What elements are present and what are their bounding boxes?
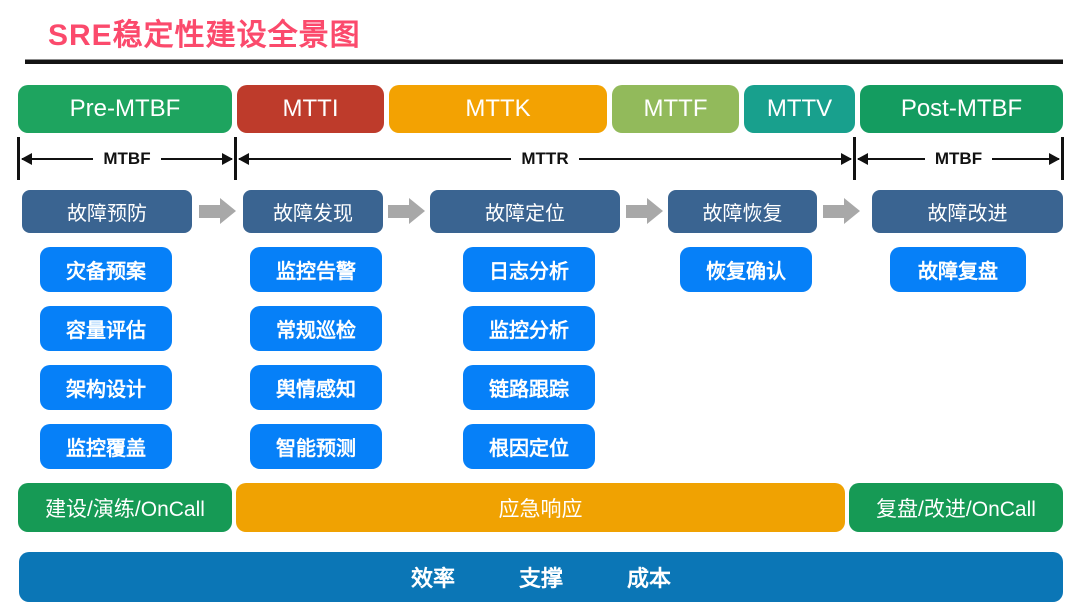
item-box: 恢复确认 [680,247,812,292]
measure-label: MTTR [521,149,569,168]
stage-fault-locating: 故障定位 [430,190,620,233]
phase-post-mtbf: Post-MTBF [860,85,1063,133]
flow-arrow-icon [823,198,860,224]
page-title: SRE稳定性建设全景图 [48,19,361,52]
item-box: 监控覆盖 [40,424,172,469]
ops-review-improve-oncall: 复盘/改进/OnCall [849,483,1063,532]
item-box: 根因定位 [463,424,595,469]
ops-emergency-response: 应急响应 [236,483,845,532]
phase-mttk: MTTK [389,85,607,133]
measure-mtbf-right: MTBF [857,148,1060,170]
arrow-head [409,198,425,224]
item-box: 监控分析 [463,306,595,351]
ops-build-drill-oncall: 建设/演练/OnCall [18,483,232,532]
item-box: 日志分析 [463,247,595,292]
item-box: 链路跟踪 [463,365,595,410]
bottom-bar: 效率 支撑 成本 [19,552,1063,602]
item-box: 灾备预案 [40,247,172,292]
measure-tick [1061,137,1064,180]
arrow-right-line [578,153,853,165]
bottom-bar-label: 支撑 [518,566,563,591]
item-box: 智能预测 [250,424,382,469]
phase-mttv: MTTV [744,85,855,133]
bottom-bar-label: 成本 [627,566,672,591]
arrow-right-line [992,153,1060,165]
item-box: 舆情感知 [250,365,382,410]
measure-mttr: MTTR [237,148,853,170]
measure-label: MTBF [103,149,151,168]
measure-label: MTBF [934,149,983,168]
arrow-shaft [626,204,647,218]
arrow-right-line [160,153,234,165]
flow-arrow-icon [626,198,663,224]
item-box: 容量评估 [40,306,172,351]
measure-tick [853,137,856,180]
item-box: 架构设计 [40,365,172,410]
stage-fault-recovery: 故障恢复 [668,190,817,233]
arrow-head [220,198,236,224]
flow-arrow-icon [199,198,236,224]
measure-tick [234,137,237,180]
stage-fault-improvement: 故障改进 [872,190,1063,233]
arrow-left-line [237,153,512,165]
stage-fault-detection: 故障发现 [243,190,383,233]
item-box: 监控告警 [250,247,382,292]
arrow-left-line [857,153,925,165]
arrow-left-line [20,153,94,165]
measure-mtbf-left: MTBF [20,148,234,170]
phase-mttf: MTTF [612,85,739,133]
arrow-shaft [199,204,220,218]
item-box: 常规巡检 [250,306,382,351]
flow-arrow-icon [388,198,425,224]
stage-fault-prevention: 故障预防 [22,190,192,233]
arrow-shaft [823,204,844,218]
arrow-head [647,198,663,224]
item-box: 故障复盘 [890,247,1026,292]
title-divider [25,59,1063,64]
bottom-bar-label: 效率 [410,566,455,591]
measure-tick [17,137,20,180]
arrow-head [844,198,860,224]
phase-pre-mtbf: Pre-MTBF [18,85,232,133]
phase-mtti: MTTI [237,85,384,133]
arrow-shaft [388,204,409,218]
